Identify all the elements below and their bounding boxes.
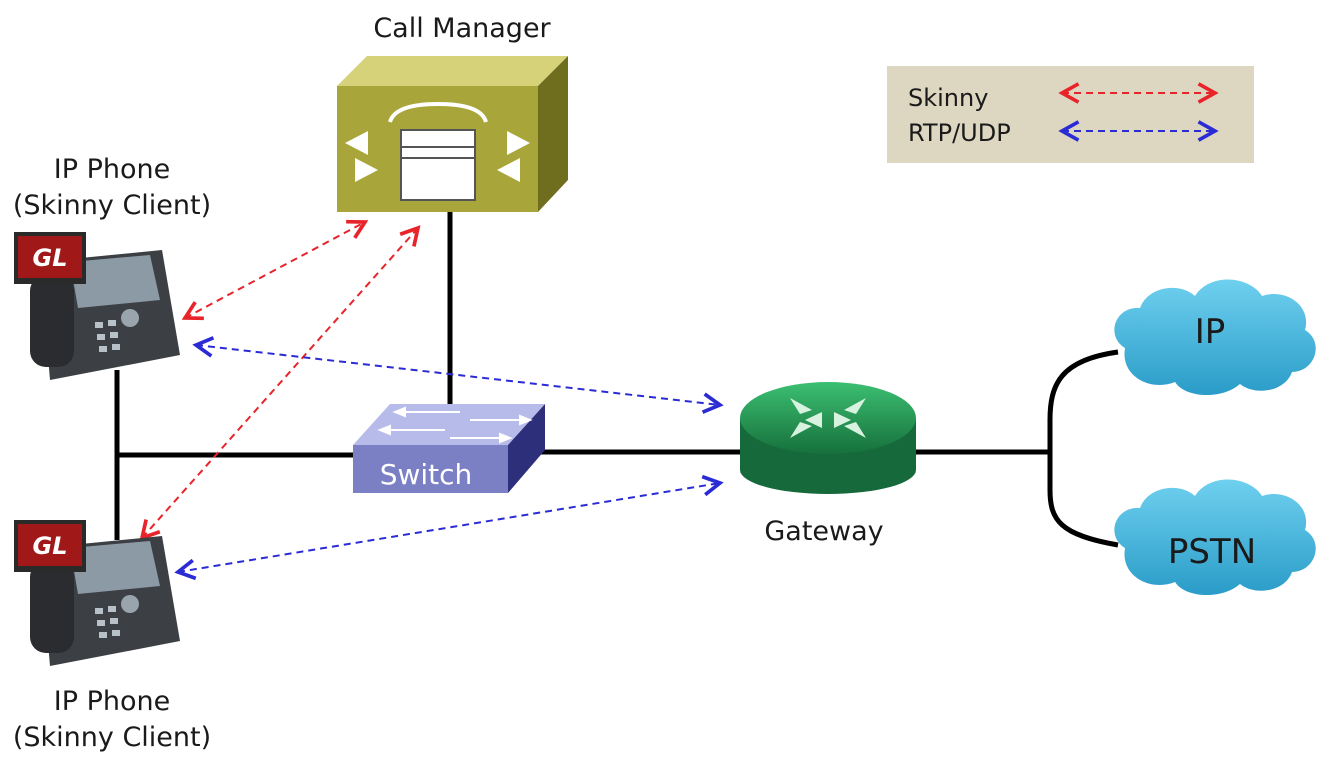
rtp-arrows [178,345,720,572]
call-manager-arrows-icon [345,131,530,182]
gl-badge: GL [14,232,86,284]
legend-box [887,66,1254,163]
cloud-pstn: PSTN [1114,479,1316,596]
legend-skinny-label: Skinny [908,84,988,112]
ip-phone-bottom-label-line1: IP Phone [54,686,170,717]
call-manager-screen-icon [400,129,476,201]
rtp-arrow-top [196,345,720,405]
gl-badge-text: GL [33,532,68,560]
switch-front-face [353,445,508,493]
gl-badge: GL [14,520,86,572]
ip-phone-top-label-line2: (Skinny Client) [13,190,211,221]
legend: Skinny RTP/UDP [887,66,1254,163]
call-manager: Call Manager [337,13,568,212]
network-links [114,212,1119,548]
call-manager-label: Call Manager [373,13,551,44]
gateway-label: Gateway [764,516,883,547]
gateway-top [740,382,916,454]
switch-side-face [508,404,545,493]
rtp-arrow-bottom [178,483,720,572]
cloud-fork-link [1047,349,1119,548]
gl-badge-text: GL [33,244,68,272]
cloud-pstn-shape [1114,479,1316,596]
switch-label: Switch [380,458,473,491]
legend-rtp-label: RTP/UDP [908,119,1011,147]
ip-phone-bottom-label-line2: (Skinny Client) [13,722,211,753]
switch: Switch [353,404,545,493]
cloud-ip: IP [1114,279,1316,396]
cloud-ip-label: IP [1195,312,1226,352]
switch-arrows-icon [377,406,533,444]
ip-phone-top: IP Phone (Skinny Client) GL [13,154,211,380]
phone-handset-icon [388,101,488,123]
cloud-ip-shape [1114,279,1316,396]
call-manager-top-face [337,56,568,86]
gateway: Gateway [740,382,916,547]
ip-phone-bottom: GL IP Phone (Skinny Client) [13,520,211,753]
skinny-arrow-top [185,222,365,318]
ip-phone-top-label-line1: IP Phone [54,154,170,185]
router-arrows-icon [790,398,866,438]
call-manager-side-face [538,56,568,212]
cloud-pstn-label: PSTN [1168,532,1256,572]
